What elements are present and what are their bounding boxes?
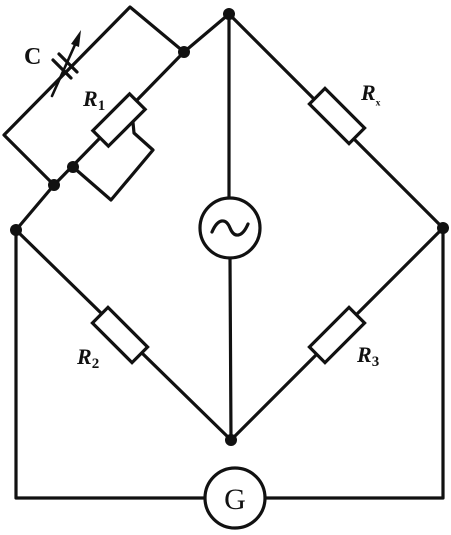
- r2-label: R2: [76, 344, 99, 372]
- wire-galvanometer-loop-left: [14, 228, 207, 500]
- node-bottom: [225, 434, 237, 446]
- resistor-rx: [307, 86, 367, 146]
- galvanometer-label: G: [224, 483, 246, 516]
- wire-to-top-node: [182, 12, 231, 54]
- node-r1-tap: [67, 161, 79, 173]
- node-top: [223, 8, 235, 20]
- r1-label: R1: [82, 86, 105, 114]
- wire-center-lower: [228, 256, 233, 442]
- node-right: [437, 222, 449, 234]
- resistor-r1: [90, 91, 148, 149]
- node-capacitor-bottom: [48, 179, 60, 191]
- variable-arrow-icon: [50, 30, 81, 98]
- ac-wave-icon: [210, 219, 250, 237]
- node-capacitor-top: [178, 46, 190, 58]
- resistor-r3: [307, 305, 367, 365]
- rx-label: Rₓ: [360, 80, 381, 108]
- galvanometer: [203, 466, 267, 530]
- wire-galvanometer-loop-right: [263, 226, 445, 500]
- r3-label: R3: [356, 342, 379, 370]
- capacitor-label: C: [24, 44, 41, 70]
- node-left: [10, 224, 22, 236]
- wire-capacitor-loop: [2, 5, 186, 187]
- wire-r1-tap-loop: [71, 110, 155, 202]
- resistor-r2: [90, 305, 150, 365]
- wire-left-to-top: [14, 183, 56, 232]
